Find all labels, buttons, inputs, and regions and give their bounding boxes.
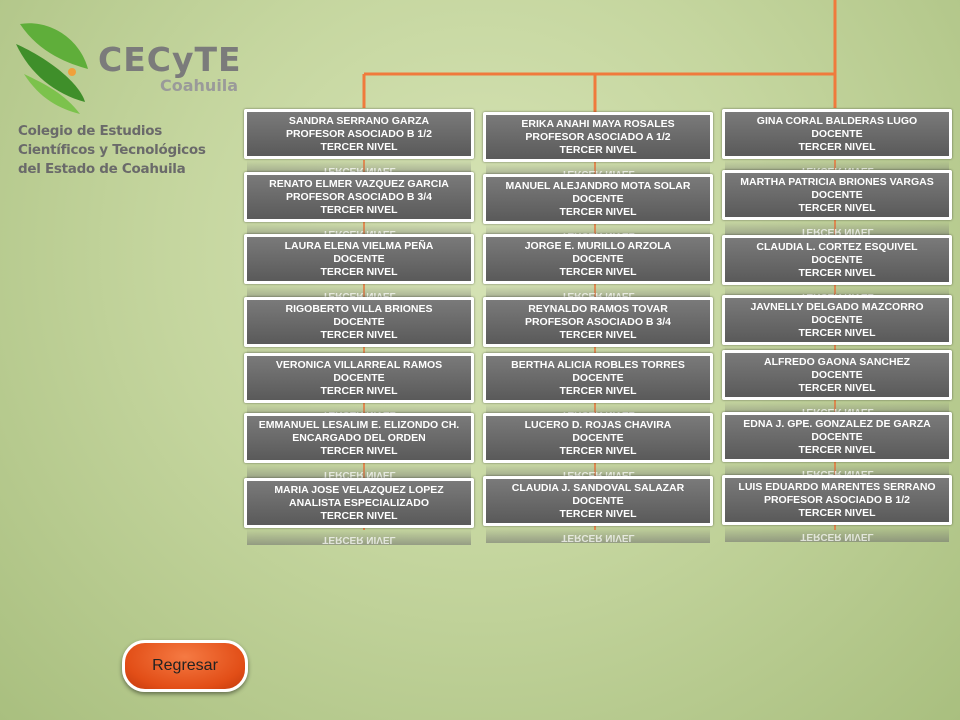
employee-name: REYNALDO RAMOS TOVAR: [528, 302, 668, 315]
employee-card: EMMANUEL LESALIM E. ELIZONDO CH.ENCARGAD…: [244, 413, 474, 463]
employee-level: TERCER NIVEL: [320, 509, 398, 522]
employee-role: ANALISTA ESPECIALIZADO: [288, 496, 429, 509]
employee-name: LUIS EDUARDO MARENTES SERRANO: [738, 480, 936, 493]
employee-level: TERCER NIVEL: [320, 203, 398, 216]
employee-level: TERCER NIVEL: [320, 444, 398, 457]
employee-role: PROFESOR ASOCIADO A 1/2: [525, 130, 671, 143]
back-button-label: Regresar: [152, 657, 218, 674]
employee-role: DOCENTE: [572, 252, 624, 265]
employee-level: TERCER NIVEL: [559, 507, 637, 520]
employee-level: TERCER NIVEL: [798, 201, 876, 214]
employee-role: DOCENTE: [333, 371, 385, 384]
employee-level: TERCER NIVEL: [559, 328, 637, 341]
employee-role: DOCENTE: [572, 371, 624, 384]
leaf-logo-icon: [16, 23, 88, 114]
employee-name: RIGOBERTO VILLA BRIONES: [285, 302, 433, 315]
employee-level: TERCER NIVEL: [798, 506, 876, 519]
employee-role: ENCARGADO DEL ORDEN: [292, 431, 426, 444]
card-reflection: TERCER NIVEL: [247, 529, 471, 545]
card-reflection: TERCER NIVEL: [725, 526, 949, 542]
employee-name: LAURA ELENA VIELMA PEÑA: [284, 239, 434, 252]
employee-name: RENATO ELMER VAZQUEZ GARCIA: [269, 177, 449, 190]
employee-role: DOCENTE: [811, 430, 863, 443]
employee-level: TERCER NIVEL: [559, 143, 637, 156]
brand-state: Coahuila: [160, 76, 239, 95]
employee-level: TERCER NIVEL: [320, 140, 398, 153]
card-reflection: TERCER NIVEL: [486, 527, 710, 543]
employee-name: ERIKA ANAHI MAYA ROSALES: [521, 117, 675, 130]
employee-level: TERCER NIVEL: [559, 205, 637, 218]
employee-level: TERCER NIVEL: [798, 381, 876, 394]
employee-name: JORGE E. MURILLO ARZOLA: [524, 239, 672, 252]
employee-level: TERCER NIVEL: [798, 266, 876, 279]
employee-name: EDNA J. GPE. GONZALEZ DE GARZA: [743, 417, 931, 430]
employee-level: TERCER NIVEL: [798, 140, 876, 153]
back-button[interactable]: Regresar: [122, 640, 248, 692]
employee-level: TERCER NIVEL: [320, 384, 398, 397]
employee-role: DOCENTE: [811, 127, 863, 140]
employee-name: MANUEL ALEJANDRO MOTA SOLAR: [505, 179, 691, 192]
employee-level: TERCER NIVEL: [559, 444, 637, 457]
employee-role: PROFESOR ASOCIADO B 1/2: [285, 127, 433, 140]
employee-name: BERTHA ALICIA ROBLES TORRES: [511, 358, 685, 371]
employee-name: LUCERO D. ROJAS CHAVIRA: [524, 418, 672, 431]
employee-level: TERCER NIVEL: [559, 384, 637, 397]
employee-name: SANDRA SERRANO GARZA: [288, 114, 430, 127]
employee-role: DOCENTE: [572, 431, 624, 444]
employee-role: DOCENTE: [811, 253, 863, 266]
employee-name: ALFREDO GAONA SANCHEZ: [763, 355, 911, 368]
employee-role: DOCENTE: [811, 368, 863, 381]
employee-role: DOCENTE: [811, 188, 863, 201]
employee-level: TERCER NIVEL: [798, 326, 876, 339]
employee-role: DOCENTE: [333, 315, 385, 328]
employee-name: VERONICA VILLARREAL RAMOS: [275, 358, 443, 371]
employee-role: PROFESOR ASOCIADO B 3/4: [285, 190, 433, 203]
employee-role: DOCENTE: [811, 313, 863, 326]
employee-name: MARIA JOSE VELAZQUEZ LOPEZ: [274, 483, 444, 496]
employee-level: TERCER NIVEL: [798, 443, 876, 456]
employee-name: CLAUDIA J. SANDOVAL SALAZAR: [511, 481, 685, 494]
employee-name: JAVNELLY DELGADO MAZCORRO: [750, 300, 924, 313]
employee-name: GINA CORAL BALDERAS LUGO: [756, 114, 918, 127]
employee-role: DOCENTE: [572, 494, 624, 507]
employee-name: MARTHA PATRICIA BRIONES VARGAS: [740, 175, 934, 188]
employee-role: DOCENTE: [333, 252, 385, 265]
cecyte-logo: CECyTE Coahuila Colegio de Estudios Cien…: [10, 14, 241, 177]
employee-name: EMMANUEL LESALIM E. ELIZONDO CH.: [258, 418, 460, 431]
employee-level: TERCER NIVEL: [559, 265, 637, 278]
brand-name: CECyTE: [98, 40, 242, 79]
employee-name: CLAUDIA L. CORTEZ ESQUIVEL: [756, 240, 918, 253]
employee-role: PROFESOR ASOCIADO B 1/2: [763, 493, 911, 506]
employee-level: TERCER NIVEL: [320, 265, 398, 278]
employee-role: DOCENTE: [572, 192, 624, 205]
institution-name: Colegio de Estudios Científicos y Tecnol…: [18, 123, 206, 177]
employee-level: TERCER NIVEL: [320, 328, 398, 341]
employee-role: PROFESOR ASOCIADO B 3/4: [524, 315, 672, 328]
